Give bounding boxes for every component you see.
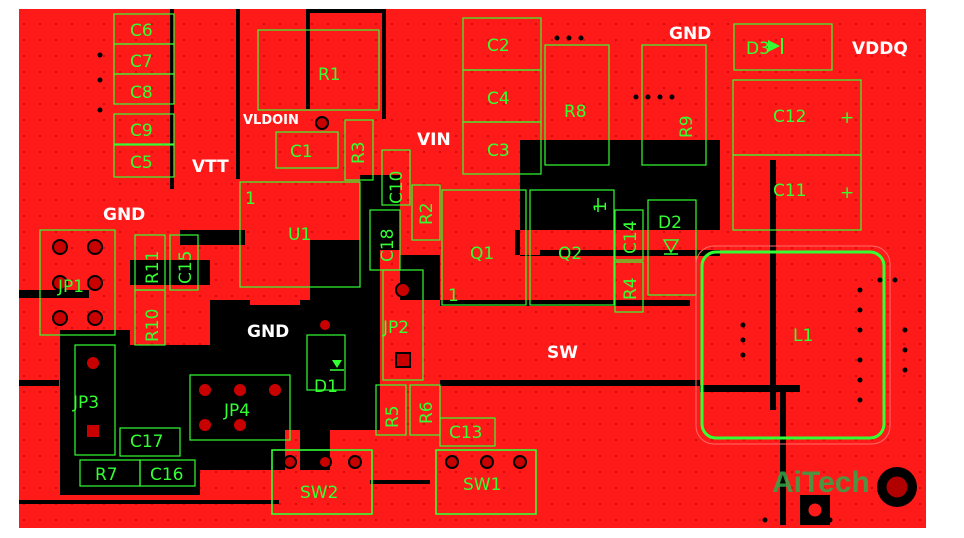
label-r6: R6 (417, 401, 437, 424)
pads (52, 116, 917, 525)
label-c3: C3 (487, 141, 510, 161)
label-u1-pin1: 1 (245, 189, 256, 209)
net-vin: VIN (417, 130, 451, 150)
label-l1: L1 (793, 326, 813, 346)
label-c2: C2 (487, 36, 510, 56)
label-c11-plus: + (840, 183, 854, 203)
label-c12: C12 (773, 107, 807, 127)
label-d1: D1 (314, 377, 338, 397)
label-c8: C8 (130, 83, 153, 103)
label-c12-plus: + (840, 108, 854, 128)
label-jp3: JP3 (72, 393, 99, 413)
label-jp4: JP4 (223, 401, 250, 421)
label-r9: R9 (677, 115, 697, 138)
label-sw2: SW2 (300, 483, 338, 503)
label-r2: R2 (417, 202, 437, 225)
label-q1: Q1 (470, 244, 494, 264)
label-q2: Q2 (558, 244, 582, 264)
label-c1: C1 (290, 142, 313, 162)
label-d2: D2 (658, 213, 682, 233)
label-q1-pin1: 1 (448, 286, 459, 306)
label-r4: R4 (621, 277, 641, 300)
label-r10: R10 (143, 309, 163, 342)
label-c18: C18 (378, 228, 398, 262)
label-u1: U1 (288, 225, 311, 245)
net-gnd-top: GND (669, 24, 711, 44)
net-vldoin: VLDOIN (243, 113, 299, 128)
vias (97, 35, 908, 523)
label-sw1: SW1 (463, 475, 501, 495)
net-vddq: VDDQ (852, 39, 908, 59)
label-r1: R1 (318, 65, 341, 85)
label-jp2: JP2 (382, 318, 409, 338)
label-q2-pin1: 1 (591, 201, 611, 212)
label-r3: R3 (349, 141, 369, 164)
component-labels: C6 C7 C8 C9 C5 R1 C1 R3 C10 R2 C18 U1 1 … (57, 21, 854, 503)
label-c14: C14 (621, 220, 641, 254)
label-c16: C16 (150, 465, 184, 485)
label-jp1: JP1 (57, 277, 84, 297)
label-d3: D3 (746, 39, 770, 59)
label-r5: R5 (383, 405, 403, 428)
label-c17: C17 (130, 432, 164, 452)
label-r11: R11 (143, 251, 163, 284)
watermark-aitech: AiTech (772, 466, 870, 499)
label-c9: C9 (130, 121, 153, 141)
label-c13: C13 (449, 423, 483, 443)
label-r7: R7 (95, 465, 118, 485)
label-c7: C7 (130, 52, 153, 72)
net-gnd-mid: GND (247, 322, 289, 342)
label-c11: C11 (773, 181, 807, 201)
net-vtt: VTT (192, 157, 229, 177)
net-gnd-left: GND (103, 205, 145, 225)
label-c4: C4 (487, 89, 510, 109)
label-c6: C6 (130, 21, 153, 41)
label-c10: C10 (387, 170, 407, 204)
label-c5: C5 (130, 153, 153, 173)
label-c15: C15 (176, 250, 196, 284)
silkscreen (39, 13, 891, 515)
net-sw: SW (547, 343, 578, 363)
net-labels: VLDOIN VTT VIN GND GND GND VDDQ SW (103, 24, 908, 363)
label-r8: R8 (564, 102, 587, 122)
